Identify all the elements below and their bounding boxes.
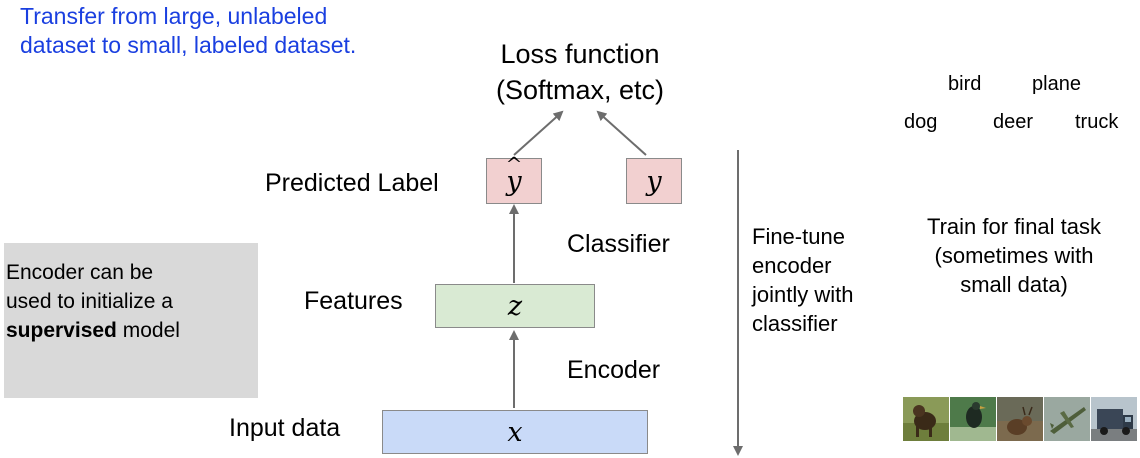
side-note-text: Encoder can be used to initialize a supe… [6,258,180,345]
encoder-label: Encoder [567,356,661,384]
dog-image-thumbnail [903,397,949,441]
x-input-box: x [382,410,648,454]
arrow-y-to-loss [596,110,647,156]
class-truck: truck [1075,111,1119,133]
fine-tune-line3: jointly with [752,282,854,307]
class-plane: plane [1032,73,1081,95]
class-deer: deer [993,111,1034,133]
side-note-line3-rest: model [116,319,180,342]
fine-tune-line2: encoder [752,253,832,278]
predicted-label-text: Predicted Label [265,169,439,197]
fine-tune-text: Fine-tune encoder jointly with classifie… [752,222,853,338]
y-hat-accent: ^ [505,151,523,176]
transfer-note-line1: Transfer from large, unlabeled [20,3,328,29]
final-task-line1: Train for final task [926,214,1102,239]
y-hat-symbol: ^ y [506,152,523,197]
classifier-label: Classifier [567,230,670,258]
features-label: Features [304,287,403,315]
z-symbol: z [507,290,523,322]
final-task-text: Train for final task (sometimes with sma… [900,212,1128,299]
transfer-note: Transfer from large, unlabeled dataset t… [20,2,356,60]
plane-image-thumbnail [1044,397,1090,441]
side-note-line3: supervised model [6,316,180,345]
arrow-yhat-to-loss [513,110,564,156]
class-dog: dog [904,111,938,133]
bird-image-thumbnail [950,397,996,441]
transfer-note-line2: dataset to small, labeled dataset. [20,32,357,58]
z-features-box: z [435,284,595,328]
x-symbol: x [507,416,523,448]
y-hat-box: ^ y [486,152,542,204]
y-true-box: y [626,158,682,204]
y-true-symbol: y [646,165,662,197]
sample-images-strip [903,397,1137,441]
loss-function-line1: Loss function [500,39,660,69]
truck-image-thumbnail [1091,397,1137,441]
side-note-box [4,243,258,398]
side-note-bold-word: supervised [6,319,117,342]
loss-function-line2: (Softmax, etc) [495,75,665,105]
class-bird: bird [948,73,982,95]
side-note-line1: Encoder can be [6,261,154,284]
final-task-line2: (sometimes with [934,243,1094,268]
y-hat-letter: y [506,165,522,197]
deer-image-thumbnail [997,397,1043,441]
final-task-line3: small data) [960,272,1068,297]
fine-tune-line4: classifier [752,311,838,336]
fine-tune-line1: Fine-tune [752,224,845,249]
side-note-line2: used to initialize a [6,290,173,313]
input-data-label: Input data [229,414,341,442]
loss-function-label: Loss function (Softmax, etc) [470,36,690,108]
